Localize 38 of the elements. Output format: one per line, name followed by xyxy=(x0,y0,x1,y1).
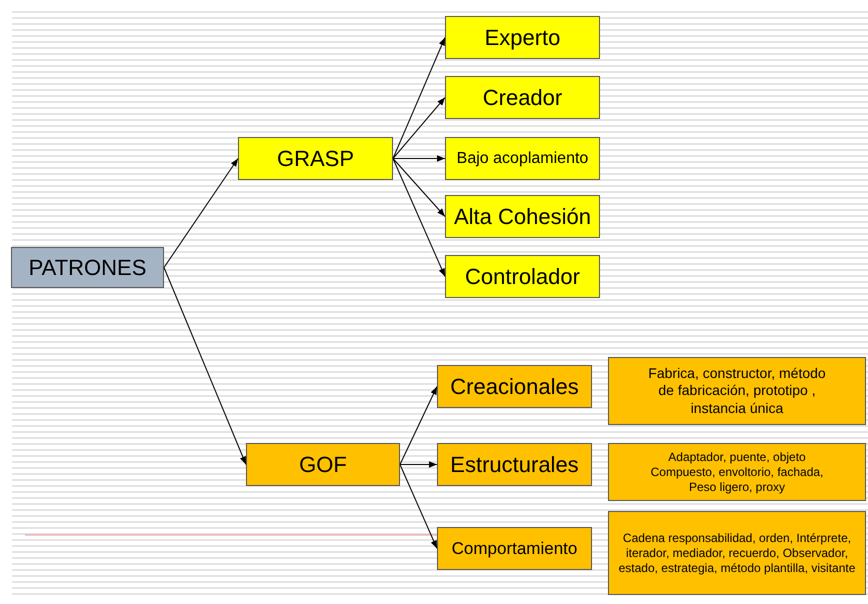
arrow xyxy=(164,267,246,465)
pattern-box xyxy=(437,527,592,570)
arrow xyxy=(400,386,438,465)
node-label: GOF xyxy=(298,450,348,478)
description-box xyxy=(608,443,866,501)
pattern-box xyxy=(445,137,600,180)
node-label: Creacionales xyxy=(449,372,580,400)
arrow xyxy=(392,158,446,277)
pattern-box xyxy=(437,443,592,486)
node-label: Fabrica, constructor, método de fabricación, prototipo , instancia única xyxy=(647,364,827,418)
pattern-box xyxy=(445,195,600,238)
pattern-box xyxy=(445,76,600,119)
arrow xyxy=(164,158,238,268)
arrow xyxy=(392,155,446,162)
node-label: PATRONES xyxy=(28,254,148,282)
node-label: Adaptador, puente, objeto Compuesto, envoltorio, fachada, Peso ligero, proxy xyxy=(650,450,824,494)
node-label: Comportamiento xyxy=(450,538,578,560)
root-box xyxy=(11,247,164,288)
arrow xyxy=(392,37,446,159)
pattern-box xyxy=(437,365,592,408)
node-label: Bajo acoplamiento xyxy=(456,148,590,168)
description-box xyxy=(608,511,866,595)
pattern-box xyxy=(445,16,600,59)
arrow xyxy=(400,464,438,549)
node-label: Cadena responsabilidad, orden, Intérprete, iterador, mediador, recuerdo, Observador, estado, estrategia, método plantilla, visitante xyxy=(618,530,856,576)
pattern-box xyxy=(246,443,400,486)
pattern-box xyxy=(238,137,393,180)
node-label: Estructurales xyxy=(449,450,580,478)
node-label: Controlador xyxy=(464,262,581,290)
node-label: GRASP xyxy=(276,144,356,172)
node-label: Experto xyxy=(484,24,562,52)
arrow xyxy=(392,97,446,159)
node-label: Alta Cohesión xyxy=(453,202,592,230)
description-box xyxy=(608,357,866,425)
arrow xyxy=(392,158,446,217)
arrow xyxy=(400,461,438,468)
pattern-box xyxy=(445,255,600,298)
node-label: Creador xyxy=(482,84,564,112)
